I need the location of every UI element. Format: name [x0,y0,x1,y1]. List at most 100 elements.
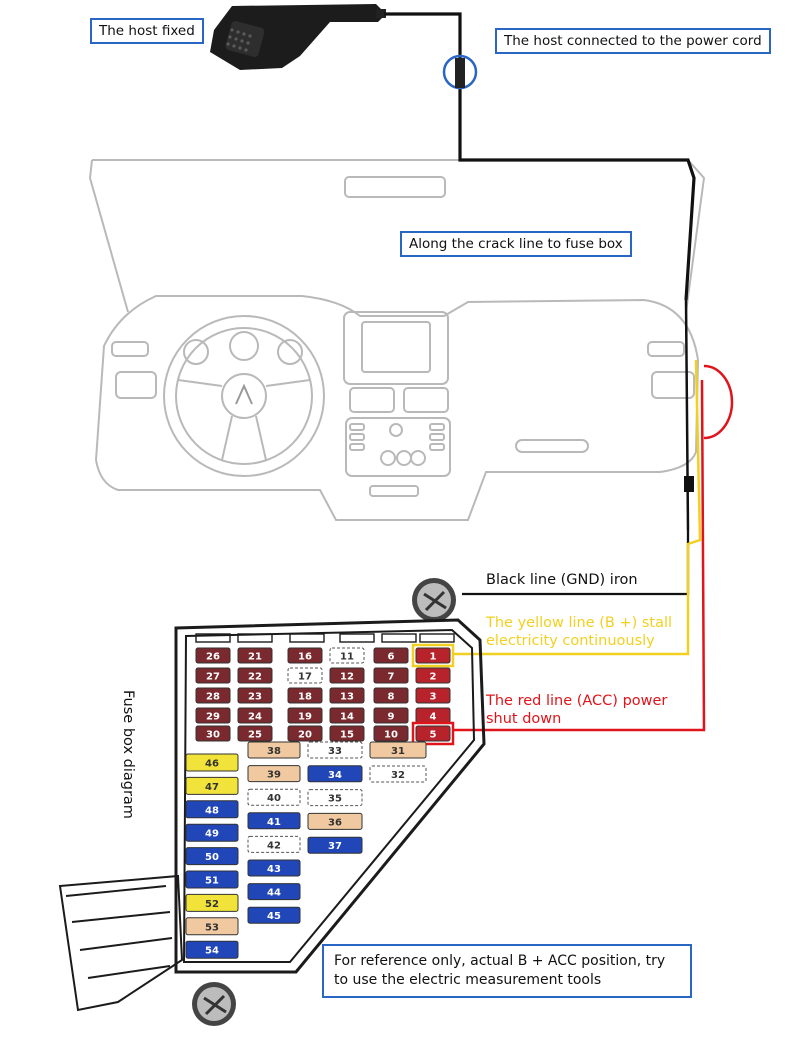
fuse-label: 20 [298,730,312,741]
fuse-label: 13 [340,692,354,703]
fuse-label: 27 [206,672,220,683]
fuse-45: 45 [247,906,301,924]
fuse-label: 26 [206,652,220,663]
fuse-13: 13 [329,687,365,704]
fuse-43: 43 [247,859,301,877]
fuse-53: 53 [185,917,239,936]
fuse-16: 16 [287,647,323,664]
fuse-label: 23 [248,692,262,703]
fuse-label: 54 [205,946,219,957]
fuse-42: 42 [247,835,301,853]
fuse-label: 49 [205,829,219,840]
fuse-label: 38 [267,746,281,757]
fuse-label: 45 [267,911,281,922]
fuse-26: 26 [195,647,231,664]
fuse-19: 19 [287,707,323,724]
fuse-label: 50 [205,852,219,863]
fuse-label: 16 [298,652,312,663]
fuse-9: 9 [373,707,409,724]
fuse-36: 36 [307,812,363,830]
screw-bottom [192,982,236,1026]
red-line-label: The red line (ACC) power shut down [486,693,668,727]
fuse-label: 25 [248,730,262,741]
fuse-50: 50 [185,847,239,866]
fuse-44: 44 [247,883,301,901]
fuse-33: 33 [307,741,363,759]
fuse-38: 38 [247,741,301,759]
fuse-label: 6 [388,652,395,663]
fuse-4: 4 [415,707,451,724]
fuse-label: 22 [248,672,262,683]
fuse-5: 5 [415,725,451,742]
fuse-7: 7 [373,667,409,684]
fuse-label: 30 [206,730,220,741]
fuse-1: 1 [415,647,451,664]
fuse-21: 21 [237,647,273,664]
fuse-label: 35 [328,794,342,805]
fuse-label: 28 [206,692,220,703]
fuse-25: 25 [237,725,273,742]
dash-cam-host [210,4,386,70]
fuse-8: 8 [373,687,409,704]
fuse-15: 15 [329,725,365,742]
fuse-35: 35 [307,789,363,807]
fuse-52: 52 [185,893,239,912]
fuse-11: 11 [329,647,365,664]
fuse-label: 40 [267,793,281,804]
fuse-label: 11 [340,652,354,663]
fuse-18: 18 [287,687,323,704]
fuse-12: 12 [329,667,365,684]
crack-line-label: Along the crack line to fuse box [400,231,632,257]
fuse-label: 12 [340,672,354,683]
fuse-24: 24 [237,707,273,724]
fuse-label: 9 [388,712,395,723]
fuse-31: 31 [369,741,427,759]
fuse-label: 37 [328,841,342,852]
fuse-label: 3 [430,692,437,703]
black-line-label: Black line (GND) iron [486,572,638,588]
fuse-label: 15 [340,730,354,741]
fuse-46: 46 [185,753,239,772]
fuse-41: 41 [247,812,301,830]
car-interior-outline [88,159,706,521]
yellow-line-label: The yellow line (B +) stall electricity … [486,615,673,649]
fuse-37: 37 [307,836,363,854]
fuse-47: 47 [185,776,239,795]
fuse-label: 51 [205,876,219,887]
fuse-label: 2 [430,672,437,683]
fuse-17: 17 [287,667,323,684]
fuse-label: 8 [388,692,395,703]
fuse-49: 49 [185,823,239,842]
fuse-box-diagram-label: Fuse box diagram [120,690,136,819]
fuse-label: 17 [298,672,312,683]
host-fixed-label: The host fixed [90,18,204,44]
fuse-label: 48 [205,805,219,816]
fuse-label: 14 [340,712,354,723]
fuse-label: 31 [391,746,405,757]
fuse-label: 29 [206,712,220,723]
fuse-label: 33 [328,746,342,757]
fuse-23: 23 [237,687,273,704]
fuse-label: 19 [298,712,312,723]
fuse-label: 18 [298,692,312,703]
fuse-39: 39 [247,765,301,783]
fuse-27: 27 [195,667,231,684]
fuse-label: 53 [205,922,219,933]
fuse-label: 43 [267,864,281,875]
fuse-40: 40 [247,788,301,806]
fuse-label: 34 [328,770,342,781]
fuse-2: 2 [415,667,451,684]
fuse-label: 44 [267,888,281,899]
fuse-34: 34 [307,765,363,783]
fuse-label: 41 [267,817,281,828]
fuse-label: 39 [267,770,281,781]
fuse-3: 3 [415,687,451,704]
fuse-48: 48 [185,800,239,819]
reference-note: For reference only, actual B + ACC posit… [322,944,692,998]
fuse-label: 7 [388,672,395,683]
fuse-22: 22 [237,667,273,684]
fuse-32: 32 [369,765,427,783]
